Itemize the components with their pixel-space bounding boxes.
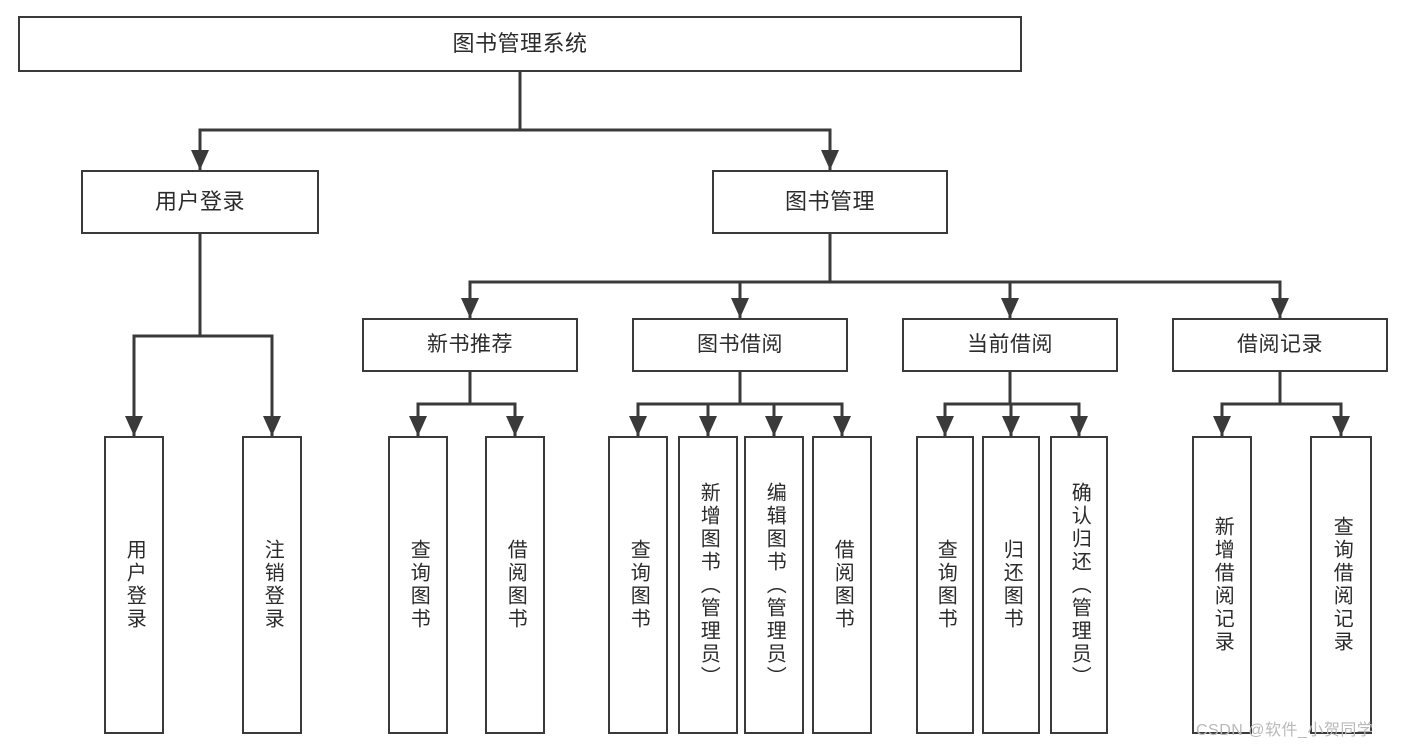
node-leaf-user-login[interactable]: 用户登录 (104, 436, 164, 734)
node-leaf-borrow-book-1[interactable]: 借阅图书 (485, 436, 545, 734)
arrowhead-user-login (191, 150, 209, 170)
node-leaf-query-book-3[interactable]: 查询图书 (916, 436, 974, 734)
arrowhead-leaf-confirm-return-admin (1070, 416, 1088, 436)
arrowhead-leaf-edit-book-admin (765, 416, 783, 436)
node-label-book-manage: 图书管理 (784, 188, 875, 214)
node-leaf-edit-book-admin[interactable]: 编辑图书（管理员） (744, 436, 804, 734)
node-leaf-logout[interactable]: 注销登录 (242, 436, 302, 734)
node-leaf-return-book[interactable]: 归还图书 (982, 436, 1040, 734)
arrowhead-leaf-logout (263, 416, 281, 436)
arrowhead-leaf-add-borrow-record (1213, 416, 1231, 436)
node-label-root: 图书管理系统 (452, 30, 588, 56)
node-leaf-query-book-2[interactable]: 查询图书 (608, 436, 668, 734)
node-label-current-borrow: 当前借阅 (967, 333, 1053, 357)
node-label-leaf-query-book-1: 查询图书 (407, 539, 430, 631)
node-label-leaf-query-book-3: 查询图书 (934, 539, 957, 631)
node-leaf-confirm-return-admin[interactable]: 确认归还（管理员） (1050, 436, 1108, 734)
arrowhead-leaf-query-borrow-record (1332, 416, 1350, 436)
node-user-login[interactable]: 用户登录 (81, 170, 319, 234)
arrowhead-book-borrow (731, 298, 749, 318)
node-label-leaf-add-book-admin: 新增图书（管理员） (697, 481, 720, 689)
node-label-new-book-recommend: 新书推荐 (427, 333, 513, 357)
node-label-leaf-return-book: 归还图书 (1000, 539, 1023, 631)
arrowhead-leaf-user-login (125, 416, 143, 436)
node-current-borrow[interactable]: 当前借阅 (902, 318, 1118, 372)
arrowhead-leaf-borrow-book-1 (506, 416, 524, 436)
node-borrow-record[interactable]: 借阅记录 (1172, 318, 1388, 372)
arrowhead-leaf-query-book-3 (936, 416, 954, 436)
node-book-borrow[interactable]: 图书借阅 (632, 318, 848, 372)
arrowhead-leaf-add-book-admin (699, 416, 717, 436)
node-label-leaf-user-login: 用户登录 (123, 539, 146, 631)
node-root[interactable]: 图书管理系统 (18, 16, 1022, 72)
node-label-leaf-logout: 注销登录 (261, 539, 284, 631)
node-label-leaf-query-borrow-record: 查询借阅记录 (1330, 516, 1353, 654)
arrowhead-new-book-recommend (461, 298, 479, 318)
node-label-leaf-confirm-return-admin: 确认归还（管理员） (1068, 481, 1091, 689)
node-new-book-recommend[interactable]: 新书推荐 (362, 318, 578, 372)
node-label-leaf-add-borrow-record: 新增借阅记录 (1211, 516, 1234, 654)
arrowhead-leaf-return-book (1002, 416, 1020, 436)
node-book-manage[interactable]: 图书管理 (712, 170, 948, 234)
arrowhead-leaf-query-book-1 (409, 416, 427, 436)
node-label-book-borrow: 图书借阅 (697, 333, 783, 357)
arrowhead-borrow-record (1271, 298, 1289, 318)
node-label-borrow-record: 借阅记录 (1237, 333, 1323, 357)
arrowhead-leaf-borrow-book-2 (833, 416, 851, 436)
node-leaf-query-borrow-record[interactable]: 查询借阅记录 (1310, 436, 1372, 734)
arrowhead-book-manage (821, 150, 839, 170)
node-label-leaf-edit-book-admin: 编辑图书（管理员） (763, 481, 786, 689)
node-leaf-borrow-book-2[interactable]: 借阅图书 (812, 436, 872, 734)
arrowhead-leaf-query-book-2 (629, 416, 647, 436)
node-leaf-query-book-1[interactable]: 查询图书 (388, 436, 448, 734)
node-label-leaf-borrow-book-1: 借阅图书 (504, 539, 527, 631)
node-label-leaf-query-book-2: 查询图书 (627, 539, 650, 631)
node-leaf-add-book-admin[interactable]: 新增图书（管理员） (678, 436, 738, 734)
node-label-user-login: 用户登录 (154, 188, 245, 214)
arrowhead-current-borrow (1001, 298, 1019, 318)
node-leaf-add-borrow-record[interactable]: 新增借阅记录 (1192, 436, 1252, 734)
node-label-leaf-borrow-book-2: 借阅图书 (831, 539, 854, 631)
